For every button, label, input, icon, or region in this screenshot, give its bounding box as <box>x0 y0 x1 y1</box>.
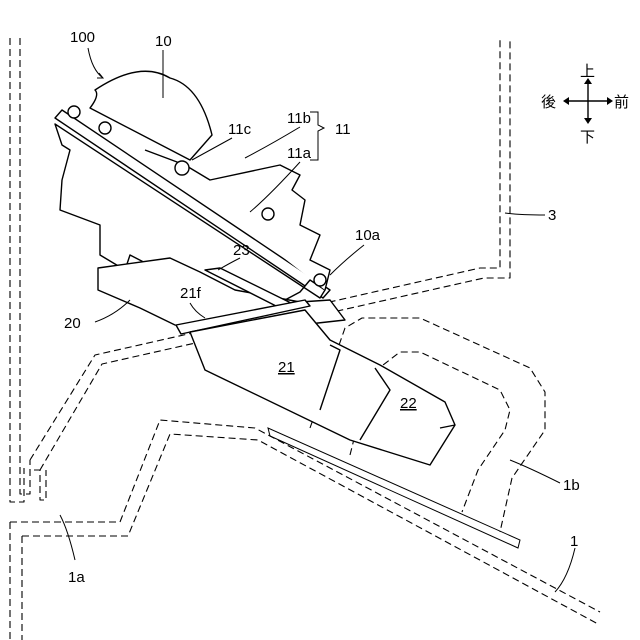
label-11c: 11c <box>228 121 252 138</box>
label-3: 3 <box>548 207 556 224</box>
compass-up-label: 上 <box>580 62 595 80</box>
compass-front-label: 前 <box>614 93 629 111</box>
label-21: 21 <box>278 359 295 376</box>
bolt-icon <box>262 208 274 220</box>
label-1b: 1b <box>563 477 580 494</box>
label-11a: 11a <box>287 145 312 162</box>
bolt-icon <box>314 274 326 286</box>
arrow-down-icon <box>584 118 592 124</box>
label-1a: 1a <box>68 569 85 586</box>
label-20: 20 <box>64 315 81 332</box>
label-10a: 10a <box>355 227 381 244</box>
label-22: 22 <box>400 395 417 412</box>
arrow-left-icon <box>563 97 569 105</box>
compass-back-label: 後 <box>541 93 556 111</box>
label-23: 23 <box>233 242 250 259</box>
label-100: 100 <box>70 29 95 46</box>
bolt-icon <box>99 122 111 134</box>
label-11: 11 <box>335 121 351 138</box>
label-10: 10 <box>155 33 172 50</box>
arrow-right-icon <box>607 97 613 105</box>
label-21f: 21f <box>180 285 202 302</box>
direction-compass: 上 下 後 前 <box>541 62 629 146</box>
bolt-icon <box>175 161 189 175</box>
bolt-icon <box>68 106 80 118</box>
base-plate-1 <box>10 420 600 640</box>
label-11b: 11b <box>287 110 311 127</box>
label-1: 1 <box>570 533 578 550</box>
compass-down-label: 下 <box>580 128 595 146</box>
